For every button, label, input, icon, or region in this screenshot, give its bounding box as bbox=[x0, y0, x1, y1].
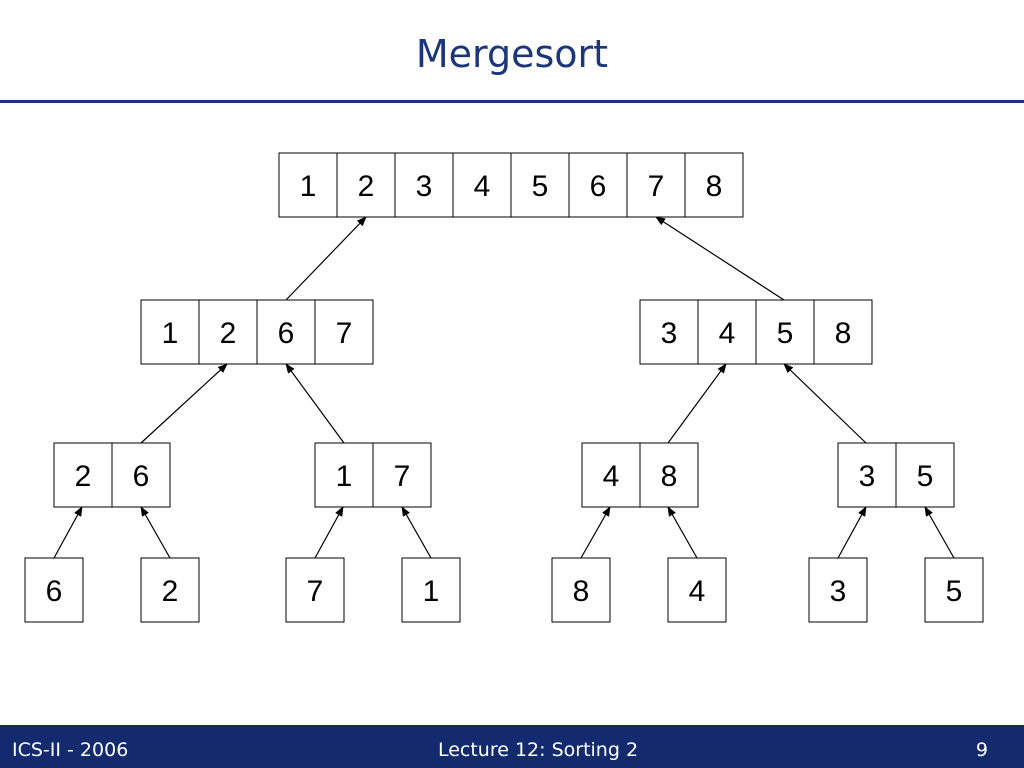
array-cell-value: 5 bbox=[946, 575, 963, 608]
array-cell-value: 8 bbox=[835, 317, 852, 350]
array-cell bbox=[837, 442, 897, 508]
merge-arrow bbox=[140, 363, 228, 444]
merge-arrow bbox=[783, 363, 867, 444]
level3-array-2: 7 bbox=[285, 557, 345, 623]
level1-array-0: 1 2 6 7 bbox=[140, 299, 374, 365]
array-cell-value: 5 bbox=[532, 170, 549, 203]
array-cell-value: 7 bbox=[336, 317, 353, 350]
array-cell bbox=[755, 299, 815, 365]
array-cell bbox=[808, 557, 868, 623]
array-cell bbox=[568, 152, 628, 218]
array-cell bbox=[924, 557, 984, 623]
array-cell-value: 1 bbox=[336, 460, 353, 493]
array-cell bbox=[697, 299, 757, 365]
level3-array-5: 4 bbox=[667, 557, 727, 623]
array-cell bbox=[639, 442, 699, 508]
array-cell bbox=[111, 442, 171, 508]
merge-arrow bbox=[667, 506, 698, 559]
level3-array-4: 8 bbox=[551, 557, 611, 623]
array-cell bbox=[372, 442, 432, 508]
array-cell bbox=[140, 557, 200, 623]
merge-arrow bbox=[285, 363, 345, 444]
array-cell-value: 1 bbox=[162, 317, 179, 350]
merge-arrows bbox=[53, 216, 955, 559]
array-cell-value: 3 bbox=[830, 575, 847, 608]
level3-array-1: 2 bbox=[140, 557, 200, 623]
array-cell bbox=[256, 299, 316, 365]
array-cell-value: 6 bbox=[133, 460, 150, 493]
array-cell-value: 8 bbox=[706, 170, 723, 203]
array-cell-value: 2 bbox=[162, 575, 179, 608]
array-cell bbox=[394, 152, 454, 218]
array-cell-value: 6 bbox=[46, 575, 63, 608]
array-cell-value: 3 bbox=[416, 170, 433, 203]
array-cell-value: 1 bbox=[423, 575, 440, 608]
array-cell-value: 3 bbox=[661, 317, 678, 350]
array-cell-value: 8 bbox=[661, 460, 678, 493]
array-cell-value: 2 bbox=[358, 170, 375, 203]
merge-arrow bbox=[140, 506, 171, 559]
array-cell-value: 4 bbox=[474, 170, 491, 203]
merge-arrow bbox=[655, 216, 785, 301]
merge-arrow bbox=[580, 506, 611, 559]
array-cell-value: 5 bbox=[777, 317, 794, 350]
level3-array-6: 3 bbox=[808, 557, 868, 623]
array-cell-value: 6 bbox=[590, 170, 607, 203]
merge-arrow bbox=[837, 506, 867, 559]
array-cell-value: 3 bbox=[859, 460, 876, 493]
array-cell-value: 4 bbox=[689, 575, 706, 608]
array-cell-value: 2 bbox=[75, 460, 92, 493]
merge-arrow bbox=[285, 216, 367, 301]
array-cell-value: 4 bbox=[719, 317, 736, 350]
level3-array-3: 1 bbox=[401, 557, 461, 623]
array-cell bbox=[452, 152, 512, 218]
array-cell-value: 7 bbox=[394, 460, 411, 493]
title-divider bbox=[0, 100, 1024, 103]
array-cell bbox=[314, 299, 374, 365]
level3-array-0: 6 bbox=[24, 557, 84, 623]
array-cell-value: 1 bbox=[300, 170, 317, 203]
array-cell bbox=[813, 299, 873, 365]
array-cell-value: 7 bbox=[307, 575, 324, 608]
array-cell bbox=[510, 152, 570, 218]
footer-bar: ICS-II - 2006 Lecture 12: Sorting 2 9 bbox=[0, 725, 1024, 768]
array-cell-value: 4 bbox=[603, 460, 620, 493]
footer-lecture: Lecture 12: Sorting 2 bbox=[437, 739, 639, 761]
array-cell bbox=[551, 557, 611, 623]
slide-title: Mergesort bbox=[415, 32, 609, 76]
merge-arrow bbox=[314, 506, 344, 559]
array-cell bbox=[639, 299, 699, 365]
array-cell bbox=[24, 557, 84, 623]
array-cell-value: 5 bbox=[917, 460, 934, 493]
array-cell-value: 6 bbox=[278, 317, 295, 350]
array-cell-value: 7 bbox=[648, 170, 665, 203]
footer-course: ICS-II - 2006 bbox=[12, 739, 129, 761]
array-cell bbox=[401, 557, 461, 623]
level3-array-7: 5 bbox=[924, 557, 984, 623]
array-cell bbox=[285, 557, 345, 623]
level1-array-1: 3 4 5 8 bbox=[639, 299, 873, 365]
merge-arrow bbox=[924, 506, 955, 559]
array-cell-value: 8 bbox=[573, 575, 590, 608]
array-cell bbox=[140, 299, 200, 365]
merge-arrow bbox=[667, 363, 727, 444]
array-cell bbox=[667, 557, 727, 623]
footer-page-number: 9 bbox=[975, 739, 988, 761]
array-cell bbox=[895, 442, 955, 508]
array-cell bbox=[626, 152, 686, 218]
merge-arrow bbox=[53, 506, 83, 559]
level0-array-0: 1 2 3 4 5 6 7 8 bbox=[278, 152, 744, 218]
array-cell bbox=[314, 442, 374, 508]
array-cell bbox=[278, 152, 338, 218]
array-cell-value: 2 bbox=[220, 317, 237, 350]
array-cell bbox=[684, 152, 744, 218]
array-cell bbox=[53, 442, 113, 508]
merge-arrow bbox=[401, 506, 432, 559]
